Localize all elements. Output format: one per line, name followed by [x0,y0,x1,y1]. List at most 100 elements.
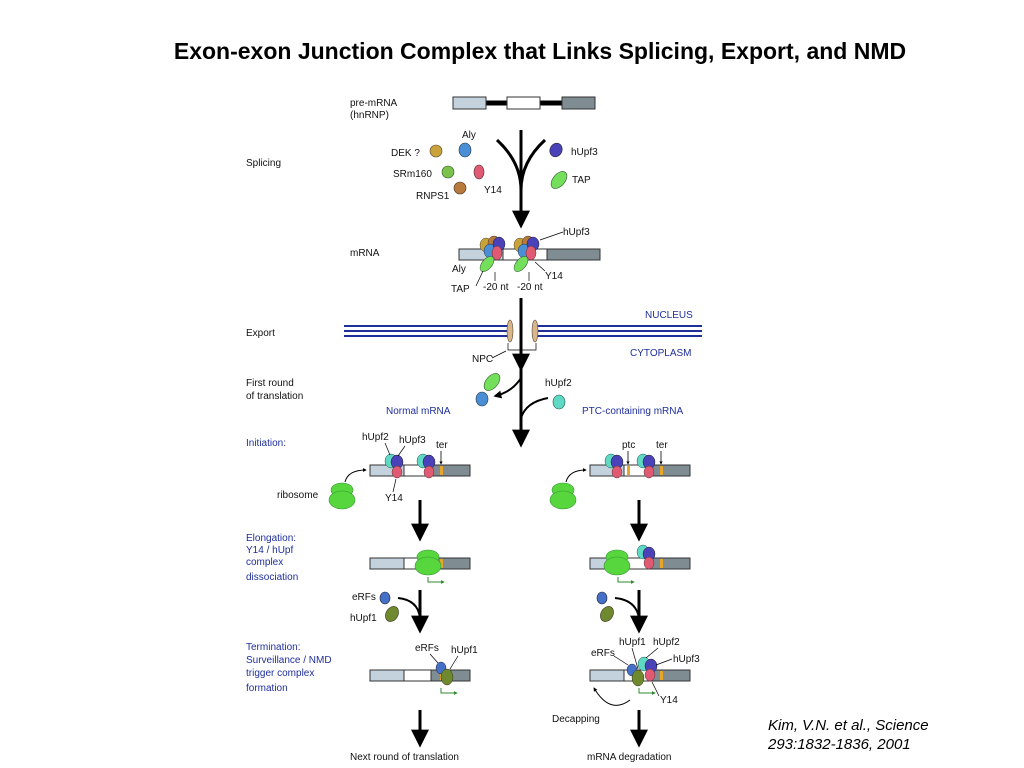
label-export: Export [246,328,275,339]
label-splicing: Splicing [246,158,281,169]
green-arrow-left-term [440,688,458,695]
label-hupf1-left: hUpf1 [350,613,377,624]
splicing-merge-right [519,138,547,191]
label-normal-mrna: Normal mRNA [386,406,451,417]
label-hupf3-top: hUpf3 [571,147,598,158]
label-erfs-left: eRFs [352,592,376,603]
label-aly-mrna: Aly [452,264,466,275]
leader-hupf1-term-left [449,655,459,670]
hupf1-protein-right [600,606,614,622]
ribosome-left [328,482,356,510]
green-arrow-left-elong [427,577,445,584]
ejc-right-2 [636,453,656,479]
label-premrna: pre-mRNA [350,98,398,109]
label-rnps1: RNPS1 [416,191,450,202]
label-y14-init: Y14 [385,493,403,504]
leader-hupf1-term-right [631,647,639,670]
hupf3-protein [549,142,563,158]
npc-right [531,319,539,343]
ejc-right-remaining [636,544,656,570]
nuclear-envelope [344,325,702,337]
label-nucleus: NUCLEUS [645,310,693,321]
label-termination-2: Surveillance / NMD [246,655,332,666]
splicing-merge-left [495,138,523,191]
merge-right-term [614,597,640,619]
leader-hupf3-term-right [655,658,673,666]
hupf2-join [552,394,566,410]
label-elongation-3: complex [246,557,283,568]
surveillance-complex [626,656,658,687]
label-tap-mrna: TAP [451,284,470,295]
leader-y14-term-right [651,681,660,697]
ejc-left-2 [416,453,436,479]
label-dek: DEK ? [391,148,420,159]
y14-protein [473,164,485,180]
label-hupf1-term-right: hUpf1 [619,637,646,648]
srm160-protein [441,165,455,179]
green-arrow-right-term [638,688,656,695]
leader-erfs-term-left [429,653,439,664]
label-20nt-1: -20 nt [483,282,509,293]
ribosome-elongation-left [414,549,442,576]
label-npc: NPC [472,354,493,365]
npc-left [506,319,514,343]
leader-npc [491,350,507,359]
ejc-right-1 [604,453,624,479]
label-20nt-2: -20 nt [517,282,543,293]
label-srm160: SRm160 [393,169,432,180]
hupf1-bound-left [440,668,454,686]
label-termination: Termination: [246,642,300,653]
ribosome-right [549,482,577,510]
leader-y14-mrna [534,261,546,272]
label-of-translation: of translation [246,391,303,402]
leader-tap-mrna [475,270,484,287]
premrna-transcript [452,96,596,110]
ejc-left-1 [384,453,404,479]
aly-release [475,391,489,407]
aly-protein [458,142,472,158]
label-ter-right: ter [656,440,668,451]
erfs-protein-right [596,591,608,605]
label-hupf3-term-right: hUpf3 [673,654,700,665]
label-tap-top: TAP [572,175,591,186]
slide-title: Exon-exon Junction Complex that Links Sp… [173,38,907,64]
label-y14-mrna: Y14 [545,271,563,282]
tap-protein [550,171,568,189]
label-first-round: First round [246,378,294,389]
arrow-ribosome-left [344,468,367,483]
label-hnrnp: (hnRNP) [350,110,389,121]
arrow-release [493,377,522,399]
label-aly: Aly [462,130,476,141]
label-erfs-term-left: eRFs [415,643,439,654]
label-y14: Y14 [484,185,502,196]
npc-bracket [507,343,537,351]
label-decapping: Decapping [552,714,600,725]
citation-line-1: Kim, V.N. et al., Science [768,717,929,734]
label-hupf1-term-left: hUpf1 [451,645,478,656]
normal-mrna-termination [369,669,471,682]
label-ribosome: ribosome [277,490,319,501]
label-ptc: ptc [622,440,635,451]
citation: Kim, V.N. et al., Science 293:1832-1836,… [768,716,929,754]
label-elongation-4: dissociation [246,572,298,583]
ribosome-elongation-right [603,549,631,576]
label-cytoplasm: CYTOPLASM [630,348,692,359]
label-hupf2-init: hUpf2 [362,432,389,443]
tap-release [483,373,501,391]
ejc-complex-2 [513,235,540,272]
label-elongation: Elongation: [246,533,296,544]
label-termination-4: formation [246,683,288,694]
label-degradation: mRNA degradation [587,752,672,763]
label-mrna: mRNA [350,248,380,259]
hupf1-protein-left [385,606,399,622]
label-termination-3: trigger complex [246,668,314,679]
merge-left-term [397,597,421,619]
label-hupf2-term-right: hUpf2 [653,637,680,648]
label-y14-term-right: Y14 [660,695,678,706]
label-initiation: Initiation: [246,438,286,449]
merge-hupf2 [520,397,549,419]
leader-hupf2-term-right [645,647,659,659]
label-hupf3-init: hUpf3 [399,435,426,446]
leader-hupf3-mrna [539,231,564,241]
